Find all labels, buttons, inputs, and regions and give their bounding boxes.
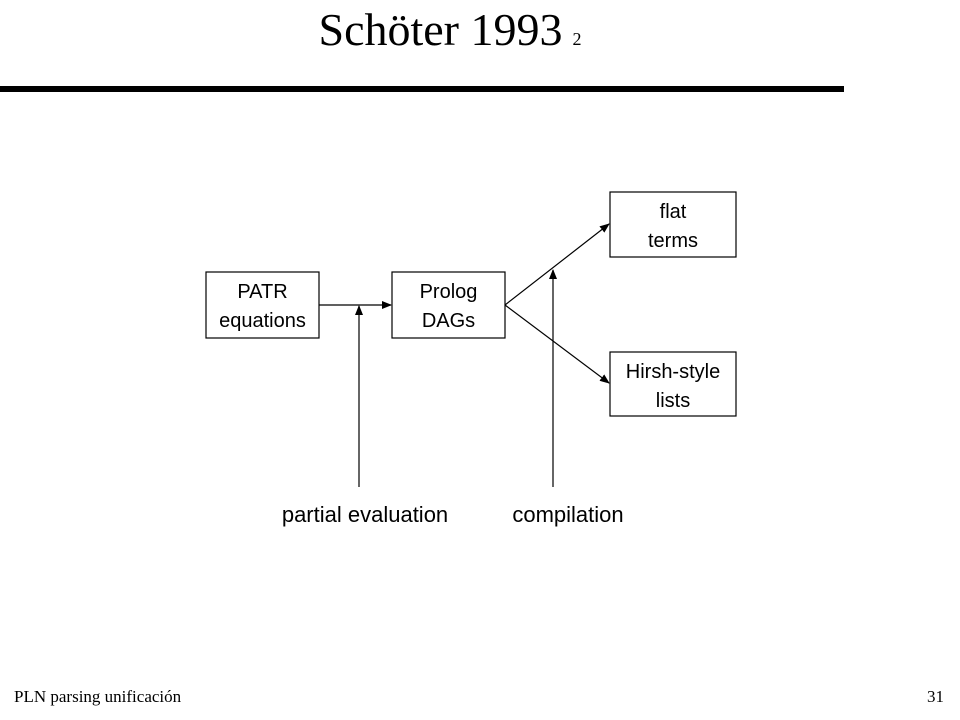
node-prolog-dags: Prolog DAGs — [391, 271, 506, 339]
label-compilation: compilation — [512, 502, 623, 527]
node-patr-box — [205, 271, 320, 339]
node-flat-box — [609, 191, 737, 258]
edge-prolog-to-flat — [504, 223, 610, 306]
label-partial-evaluation: partial evaluation — [282, 502, 448, 527]
slide-title-text: Schöter 1993 — [318, 4, 563, 55]
node-hirsh-line-2: lists — [656, 390, 690, 412]
node-prolog-line-2: DAGs — [422, 310, 475, 332]
node-flat-line-2: terms — [648, 230, 698, 252]
edge-prolog-to-hirsh — [504, 304, 610, 384]
node-patr-line-2: equations — [219, 310, 306, 332]
slide-title-number: 2 — [572, 29, 582, 49]
slide-title: Schöter 1993 2 — [0, 0, 900, 60]
node-prolog-box — [391, 271, 506, 339]
node-prolog-line-1: Prolog — [420, 281, 478, 303]
node-flat-terms: flat terms — [609, 191, 737, 258]
node-hirsh-box — [609, 351, 737, 417]
node-patr-equations: PATR equations — [205, 271, 320, 339]
page-number: 31 — [927, 687, 944, 706]
node-patr-line-1: PATR — [237, 281, 287, 303]
footer-course-label: PLN parsing unificación — [14, 687, 182, 706]
node-hirsh-line-1: Hirsh-style — [626, 361, 720, 383]
title-underline — [0, 86, 844, 92]
node-hirsh-style-lists: Hirsh-style lists — [609, 351, 737, 417]
node-flat-line-1: flat — [660, 201, 687, 223]
